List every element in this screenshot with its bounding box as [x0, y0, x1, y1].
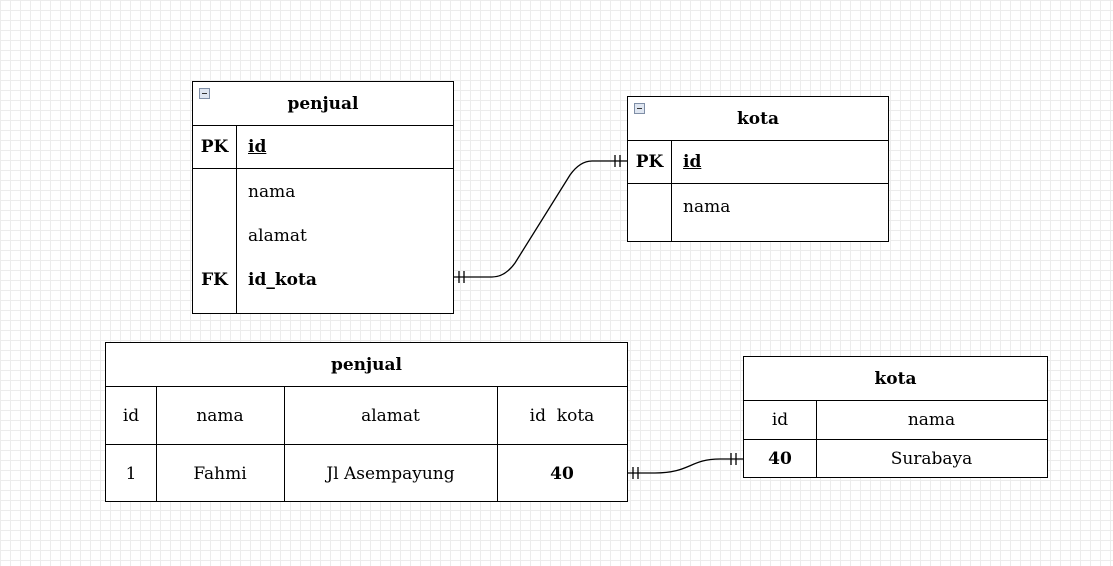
- table-cell-fk: 40: [550, 463, 574, 484]
- key-column-divider: [236, 126, 237, 313]
- field-alamat[interactable]: alamat: [248, 226, 307, 246]
- column-header: alamat: [361, 405, 420, 426]
- table-cell: Jl Asempayung: [326, 463, 455, 484]
- pk-divider: [628, 183, 888, 184]
- fk-field-id-kota[interactable]: id_kota: [248, 270, 317, 290]
- header-divider: [744, 439, 1047, 440]
- data-table-kota-title: kota: [744, 357, 1047, 401]
- pk-key-label: PK: [200, 137, 229, 157]
- column-divider: [497, 387, 498, 501]
- column-header: nama: [907, 410, 956, 430]
- data-table-penjual-title: penjual: [106, 343, 627, 387]
- column-header: nama: [196, 405, 244, 426]
- header-divider: [106, 444, 627, 445]
- pk-field-id[interactable]: id: [248, 137, 267, 157]
- column-header: id: [771, 410, 789, 430]
- column-divider: [156, 387, 157, 501]
- field-nama[interactable]: nama: [683, 197, 731, 217]
- table-title-text: kota: [874, 368, 917, 389]
- table-cell: Surabaya: [890, 448, 973, 469]
- data-table-kota[interactable]: kota id nama 40 Surabaya: [743, 356, 1048, 478]
- entity-title-text: kota: [737, 108, 779, 129]
- column-divider: [816, 401, 817, 477]
- pk-field-id[interactable]: id: [683, 152, 702, 172]
- table-cell: 1: [125, 463, 137, 484]
- collapse-icon[interactable]: [199, 88, 210, 99]
- entity-kota[interactable]: kota PK id nama: [627, 96, 889, 242]
- field-nama[interactable]: nama: [248, 182, 296, 202]
- column-header: id: [122, 405, 140, 426]
- entity-kota-title: kota: [628, 97, 888, 141]
- fk-key-label: FK: [201, 270, 228, 290]
- column-divider: [284, 387, 285, 501]
- entity-penjual[interactable]: penjual PK id nama alamat FK id_kota: [192, 81, 454, 314]
- entity-title-text: penjual: [287, 93, 359, 114]
- data-table-penjual[interactable]: penjual id nama alamat id kota 1 Fahmi J…: [105, 342, 628, 502]
- pk-key-label: PK: [635, 152, 664, 172]
- table-cell-pk: 40: [768, 448, 792, 469]
- key-column-divider: [671, 141, 672, 241]
- relationship-er-penjual-kota[interactable]: [454, 155, 627, 283]
- table-cell: Fahmi: [193, 463, 247, 484]
- table-title-text: penjual: [330, 354, 403, 375]
- relationship-table-penjual-kota[interactable]: [628, 453, 743, 479]
- column-header: id kota: [529, 405, 595, 426]
- collapse-icon[interactable]: [634, 103, 645, 114]
- pk-divider: [193, 168, 453, 169]
- entity-penjual-title: penjual: [193, 82, 453, 126]
